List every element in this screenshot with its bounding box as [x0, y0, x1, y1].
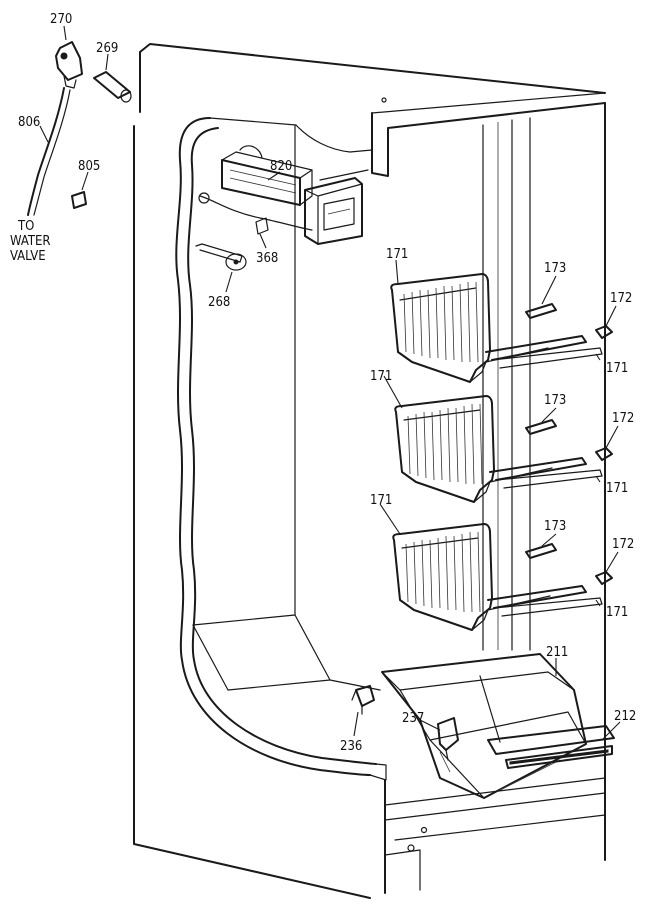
callout-171-upper-left: 171: [386, 247, 408, 262]
callout-212: 212: [614, 709, 636, 724]
callout-173-upper: 173: [544, 261, 566, 276]
callout-171-upper-right: 171: [606, 361, 628, 376]
door-shelf-upper: [390, 273, 603, 383]
callout-171-middle-right: 171: [606, 481, 628, 496]
callout-806: 806: [18, 115, 40, 130]
shelf-supports: [525, 303, 613, 585]
callout-172-lower: 172: [612, 537, 634, 552]
hinge-parts: [351, 685, 459, 761]
callout-173-middle: 173: [544, 393, 566, 408]
liner-gasket: [175, 117, 387, 781]
water-note-line-3: VALVE: [10, 249, 46, 264]
door-bin: [381, 653, 615, 799]
water-inlet-parts: [27, 41, 132, 216]
callout-211: 211: [546, 645, 568, 660]
callout-268: 268: [208, 295, 230, 310]
leader-lines: [39, 25, 621, 741]
door-shelf-lower: [392, 523, 603, 631]
ice-maker-820: [195, 145, 369, 271]
cabinet-shell: [133, 43, 606, 899]
callout-820: 820: [270, 159, 292, 174]
callout-173-lower: 173: [544, 519, 566, 534]
callout-labels: 270 269 806 805 820 368 268 171 171 171 …: [10, 12, 636, 754]
callout-172-upper: 172: [610, 291, 632, 306]
callout-172-middle: 172: [612, 411, 634, 426]
water-note-line-2: WATER: [10, 234, 51, 249]
callout-368: 368: [256, 251, 278, 266]
callout-171-lower-right: 171: [606, 605, 628, 620]
callout-171-lower-left: 171: [370, 493, 392, 508]
callout-805: 805: [78, 159, 100, 174]
water-note-line-1: TO: [17, 219, 34, 234]
callout-171-middle-left: 171: [370, 369, 392, 384]
callout-269: 269: [96, 41, 118, 56]
callout-237: 237: [402, 711, 424, 726]
callout-270: 270: [50, 12, 72, 27]
door-shelf-middle: [394, 395, 603, 503]
callout-236: 236: [340, 739, 362, 754]
